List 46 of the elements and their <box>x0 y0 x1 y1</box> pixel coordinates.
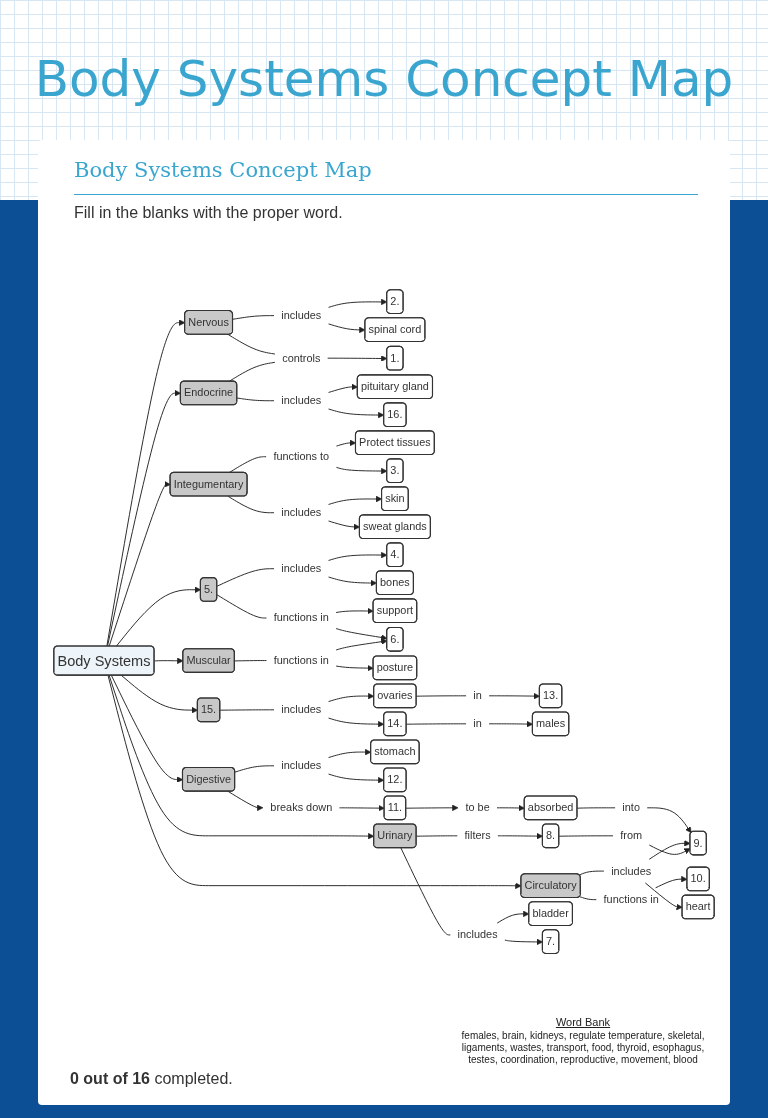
node-text: functions in <box>603 893 659 906</box>
node-text: controls <box>282 351 321 365</box>
word-bank-list: females, brain, kidneys, regulate temperature, skeletal, ligaments, wastes, transport, food, thyroid, esophagus, testes, coordination, reproductive, movement, blood <box>458 1030 708 1066</box>
word-bank-heading: Word Bank <box>555 1016 611 1028</box>
node-text: includes <box>281 562 322 575</box>
connector <box>400 847 451 936</box>
node-text: includes <box>281 703 322 716</box>
connector <box>406 723 467 726</box>
node-text: from <box>620 829 643 842</box>
node-text: functions in <box>273 654 329 667</box>
node-text: in <box>473 717 482 730</box>
connector <box>578 871 605 876</box>
node-text: includes <box>281 394 322 407</box>
node-text: functions to <box>273 450 330 463</box>
connector <box>216 594 267 619</box>
node-text: in <box>473 689 482 702</box>
connector <box>228 362 276 383</box>
connector <box>416 835 458 838</box>
connector <box>579 896 597 901</box>
worksheet-card: Body Systems Concept Map Fill in the blanks with the proper word. Body Systems Nervous includes 2. spinal cord Endocrine controls 1. includes pituitary gland 16. Integumentary functions to Protect tissues 3. includes skin sweat glands 5. includes 4. bones functions in support 6. Muscular functions in posture 15. includes ovaries 14. in 13. in males Digestive includes stomach 12. breaks down 11. to be absorbed into 9. Circulatory functions in 10. includes heart Urinary filters 8. from includes bladder 7. Word Bank females, brain, kidneys, regulate temperature, skeletal, ligaments, wastes, transport, food, thyroid, esophagus, testes, coordination, reproductive, movement, blood 0 out of 16 completed. <box>38 140 730 1105</box>
connector <box>219 709 275 712</box>
page-title: Body Systems Concept Map <box>33 50 735 108</box>
node-text: to be <box>465 801 490 814</box>
node-text: filters <box>464 829 491 842</box>
node-text: includes <box>457 928 498 941</box>
connector <box>232 315 275 321</box>
worksheet-heading: Body Systems Concept Map <box>74 158 372 182</box>
connector <box>576 807 616 810</box>
connector <box>558 835 614 838</box>
connector <box>234 765 275 773</box>
connector <box>216 568 275 587</box>
node-text: breaks down <box>270 801 333 814</box>
instruction-text: Fill in the blanks with the proper word. <box>74 204 343 222</box>
node-text: includes <box>611 864 652 878</box>
connector <box>228 456 267 474</box>
node-text: includes <box>281 506 322 519</box>
connector <box>416 695 467 698</box>
progress-text: 0 out of 16 completed. <box>70 1070 233 1088</box>
node-text: includes <box>281 759 322 772</box>
connector <box>227 334 276 355</box>
connector <box>227 496 275 514</box>
node-text: into <box>622 801 640 814</box>
node-text: functions in <box>273 611 329 624</box>
connector <box>236 397 275 402</box>
connector <box>234 660 267 662</box>
node-text: includes <box>281 309 322 322</box>
